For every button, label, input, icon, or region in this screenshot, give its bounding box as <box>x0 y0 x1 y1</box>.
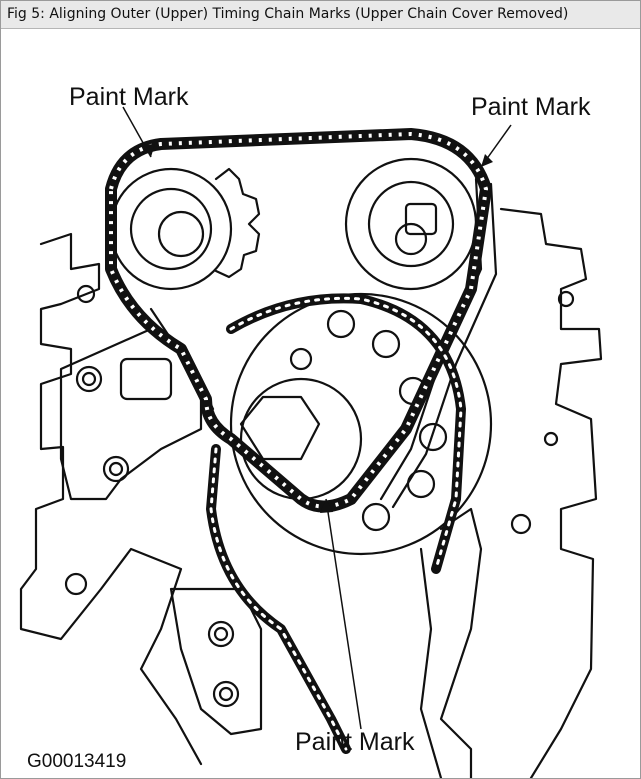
title-bar: Fig 5: Aligning Outer (Upper) Timing Cha… <box>1 1 640 29</box>
lower-housing <box>439 507 483 778</box>
left-cam-hub <box>129 187 213 271</box>
left-cam-teeth <box>214 167 261 279</box>
paint-mark-label-right: Paint Mark <box>471 93 591 121</box>
lower-housing-2 <box>419 547 443 778</box>
left-cam-bore <box>157 210 205 258</box>
engine-block-left <box>19 232 203 766</box>
bolt-left-upper <box>75 365 103 393</box>
leader-bottom-arrow <box>320 499 333 513</box>
bolt-lower-2-inner <box>218 686 234 702</box>
timing-chain-diagram <box>1 29 640 778</box>
figure-title: Fig 5: Aligning Outer (Upper) Timing Cha… <box>7 6 569 22</box>
crank-hole-2 <box>371 329 401 359</box>
block-hole-4 <box>557 290 575 308</box>
bolt-lower-1 <box>207 620 235 648</box>
crank-hole-6 <box>361 502 391 532</box>
engine-drawing <box>19 106 603 778</box>
crank-hole-7 <box>289 347 313 371</box>
block-hole-5 <box>543 431 559 447</box>
image-code: G00013419 <box>27 751 127 772</box>
guide-rail-right-2 <box>391 182 498 509</box>
leader-bottom <box>325 498 362 730</box>
right-cam-key <box>404 202 438 236</box>
lower-tensioner <box>169 587 263 736</box>
block-hole-3 <box>510 513 532 535</box>
leader-right-arrow <box>481 154 493 167</box>
leader-left-arrow <box>142 144 155 157</box>
bolt-left-lower-inner <box>108 461 124 477</box>
right-cam-bore <box>394 222 428 256</box>
block-hole-1 <box>76 284 96 304</box>
bolt-lower-2 <box>212 680 240 708</box>
engine-block-right <box>499 207 603 778</box>
tensioner-slot <box>119 357 173 401</box>
bolt-left-upper-inner <box>81 371 97 387</box>
bolt-lower-1-inner <box>213 626 229 642</box>
crank-hole-1 <box>326 309 356 339</box>
block-hole-2 <box>64 572 88 596</box>
paint-mark-label-left: Paint Mark <box>69 83 189 111</box>
right-cam-hub <box>367 180 455 268</box>
crank-hole-4 <box>418 422 448 452</box>
bolt-left-lower <box>102 455 130 483</box>
left-cam-sprocket <box>109 167 233 291</box>
paint-mark-label-bottom: Paint Mark <box>295 728 415 756</box>
